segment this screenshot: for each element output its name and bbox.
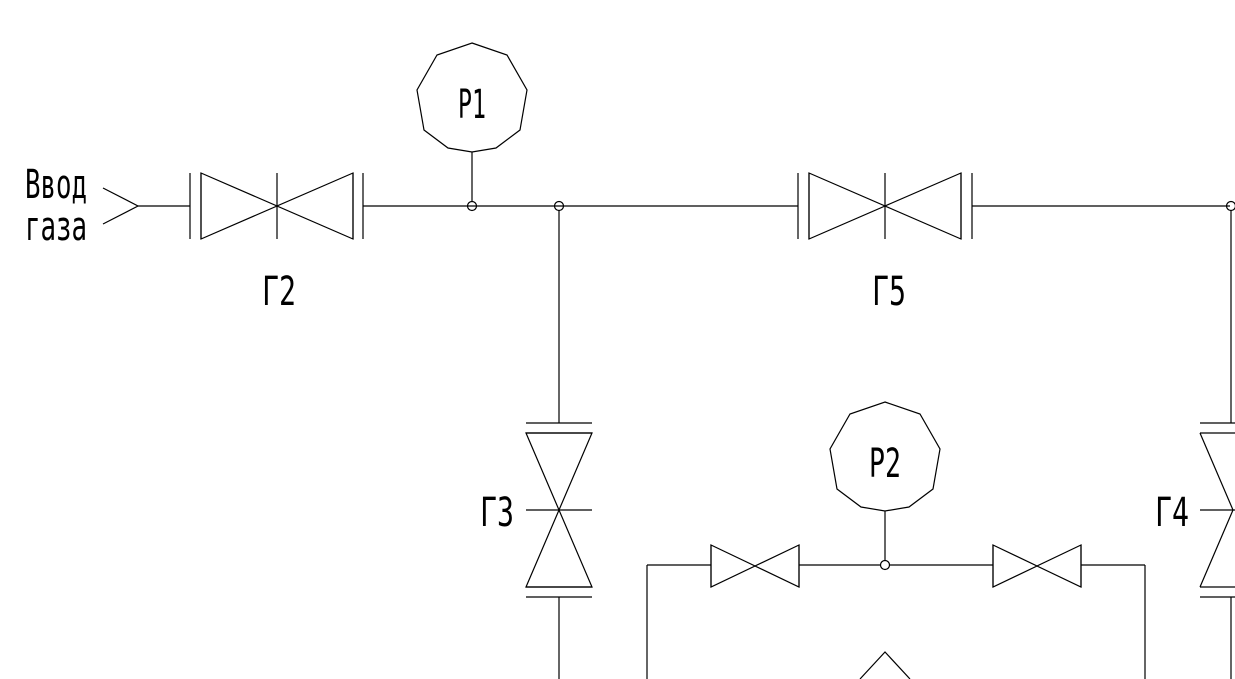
lower-element-partial [859, 651, 911, 679]
valve-g5-label: Г5 [872, 269, 906, 315]
valve-g4 [1199, 422, 1235, 598]
valve-g3-label: Г3 [480, 490, 514, 536]
gauge-p1-label: P1 [458, 82, 486, 128]
valve-g2 [189, 172, 364, 240]
inlet-arrow [102, 187, 140, 225]
gauge-p2-octagon [829, 401, 941, 512]
inlet-label-line1: Ввод [25, 162, 87, 208]
valve-g3 [525, 422, 593, 598]
gauge-p2-label: P2 [869, 441, 901, 487]
junction-p1 [466, 200, 478, 212]
valve-g5 [797, 172, 973, 240]
valve-g2-label: Г2 [262, 269, 296, 315]
gauge-p1-octagon [416, 42, 528, 153]
valve-g4-label: Г4 [1155, 490, 1189, 536]
valve-small-right [992, 544, 1082, 588]
junction-p2 [879, 559, 891, 571]
inlet-label-line2: газа [25, 204, 87, 250]
valve-small-left [710, 544, 800, 588]
